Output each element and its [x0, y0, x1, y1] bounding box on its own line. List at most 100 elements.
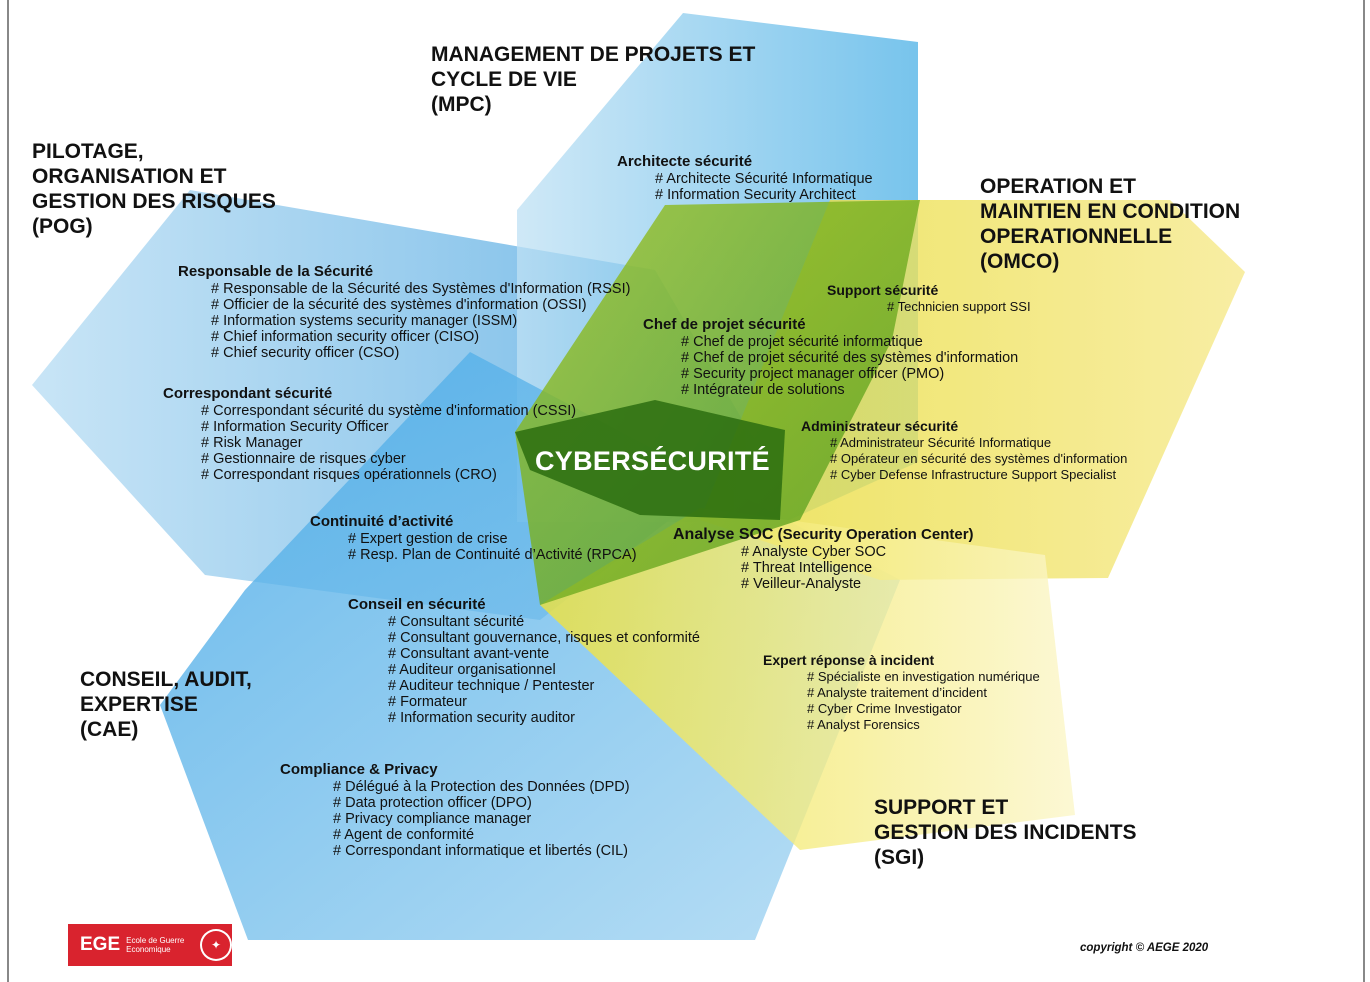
role-item: # Administrateur Sécurité Informatique	[830, 435, 1052, 450]
role-item: # Resp. Plan de Continuité d’Activité (R…	[348, 547, 637, 563]
role-title: Responsable de la Sécurité	[178, 263, 374, 280]
role-architecte-securite: Architecte sécurité # Architecte Sécurit…	[617, 153, 873, 204]
domain-mpc-line-3: (MPC)	[431, 93, 492, 116]
domain-label-sgi: SUPPORT ET GESTION DES INCIDENTS (SGI)	[874, 795, 1137, 870]
role-item: # Opérateur en sécurité des systèmes d'i…	[830, 451, 1128, 466]
logo-abbr: EGE	[80, 934, 121, 955]
domain-omco-line-2: MAINTIEN EN CONDITION	[980, 200, 1241, 223]
domain-pog-line-4: (POG)	[32, 215, 93, 238]
domain-sgi-line-3: (SGI)	[874, 846, 925, 869]
domain-label-pog: PILOTAGE, ORGANISATION ET GESTION DES RI…	[32, 139, 276, 239]
domain-omco-line-3: OPERATIONNELLE	[980, 225, 1173, 248]
role-item: # Privacy compliance manager	[333, 811, 532, 827]
role-item: # Chef de projet sécurité informatique	[681, 334, 923, 350]
role-analyse-soc: Analyse SOC (Security Operation Center) …	[673, 527, 974, 593]
role-item: # Architecte Sécurité Informatique	[655, 171, 873, 187]
role-item: # Auditeur technique / Pentester	[388, 678, 595, 694]
domain-cae-line-3: (CAE)	[80, 718, 139, 741]
domain-cae-line-2: EXPERTISE	[80, 693, 198, 716]
center-label: CYBERSÉCURITÉ	[535, 446, 770, 476]
domain-sgi-line-2: GESTION DES INCIDENTS	[874, 821, 1137, 844]
domain-cae-line-1: CONSEIL, AUDIT,	[80, 668, 252, 691]
logo-line-1: Ecole de Guerre	[126, 936, 185, 945]
role-item: # Risk Manager	[201, 435, 303, 451]
seal-icon: ✦	[200, 929, 232, 961]
right-border	[1363, 0, 1365, 982]
role-title: Expert réponse à incident	[763, 652, 935, 668]
role-item: # Information security auditor	[388, 710, 575, 726]
role-item: # Gestionnaire de risques cyber	[201, 451, 406, 467]
role-title: Chef de projet sécurité	[643, 316, 806, 333]
domain-omco-line-1: OPERATION ET	[980, 175, 1136, 198]
role-title: Support sécurité	[827, 282, 939, 298]
logo-subtitle: Ecole de Guerre Economique	[126, 936, 196, 954]
role-item: # Correspondant sécurité du système d'in…	[201, 403, 577, 419]
role-item: # Veilleur-Analyste	[741, 576, 862, 592]
role-item: # Threat Intelligence	[741, 560, 873, 576]
domain-label-mpc: MANAGEMENT DE PROJETS ET CYCLE DE VIE (M…	[431, 42, 755, 117]
role-item: # Correspondant informatique et libertés…	[333, 843, 628, 859]
domain-pog-line-1: PILOTAGE,	[32, 140, 144, 163]
role-item: # Information systems security manager (…	[211, 313, 518, 329]
role-item: # Responsable de la Sécurité des Système…	[211, 281, 631, 297]
role-item: # Correspondant risques opérationnels (C…	[201, 467, 497, 483]
domain-mpc-line-1: MANAGEMENT DE PROJETS ET	[431, 43, 756, 66]
role-item: # Intégrateur de solutions	[681, 382, 845, 398]
role-title: Analyse SOC (Security Operation Center)	[673, 527, 974, 543]
core-overlap	[515, 400, 785, 520]
role-item: # Analyste Cyber SOC	[741, 544, 887, 560]
ege-logo: EGE Ecole de Guerre Economique ✦	[68, 924, 232, 966]
role-title: Continuité d’activité	[310, 513, 454, 530]
role-item: # Agent de conformité	[333, 827, 475, 843]
domain-pog-line-2: ORGANISATION ET	[32, 165, 227, 188]
logo-line-2: Economique	[126, 945, 171, 954]
role-item: # Consultant avant-vente	[388, 646, 550, 662]
domain-shape-sgi	[540, 508, 1075, 850]
role-item: # Délégué à la Protection des Données (D…	[333, 779, 630, 795]
role-administrateur-securite: Administrateur sécurité # Administrateur…	[801, 418, 1127, 483]
domain-mpc-line-2: CYCLE DE VIE	[431, 68, 577, 91]
role-item: # Information Security Architect	[655, 187, 856, 203]
role-item: # Analyste traitement d’incident	[807, 685, 987, 700]
role-title-main: Analyse SOC	[673, 526, 774, 543]
role-conseil-securite: Conseil en sécurité # Consultant sécurit…	[348, 596, 700, 727]
role-title: Conseil en sécurité	[348, 596, 486, 613]
left-border	[7, 0, 9, 982]
role-item: # Chief information security officer (CI…	[211, 329, 480, 345]
role-item: # Consultant sécurité	[388, 614, 525, 630]
role-chef-de-projet-securite: Chef de projet sécurité # Chef de projet…	[643, 316, 1019, 399]
role-item: # Consultant gouvernance, risques et con…	[388, 630, 700, 646]
role-item: # Cyber Defense Infrastructure Support S…	[830, 467, 1117, 482]
domain-sgi-line-1: SUPPORT ET	[874, 796, 1009, 819]
role-item: # Officier de la sécurité des systèmes d…	[211, 297, 587, 313]
role-item: # Data protection officer (DPO)	[333, 795, 532, 811]
role-title: Compliance & Privacy	[280, 761, 438, 778]
role-item: # Cyber Crime Investigator	[807, 701, 962, 716]
role-title: Architecte sécurité	[617, 153, 753, 170]
role-item: # Auditeur organisationnel	[388, 662, 556, 678]
role-compliance-privacy: Compliance & Privacy # Délégué à la Prot…	[280, 761, 630, 860]
role-title: Administrateur sécurité	[801, 418, 959, 434]
role-support-securite: Support sécurité # Technicien support SS…	[827, 282, 1031, 315]
role-item: # Formateur	[388, 694, 467, 710]
role-title-suffix: (Security Operation Center)	[773, 526, 974, 543]
role-title: Correspondant sécurité	[163, 385, 333, 402]
role-item: # Chef de projet sécurité des systèmes d…	[681, 350, 1019, 366]
role-item: # Chief security officer (CSO)	[211, 345, 400, 361]
role-correspondant-securite: Correspondant sécurité # Correspondant s…	[163, 385, 577, 484]
role-item: # Spécialiste en investigation numérique	[807, 669, 1040, 684]
domain-pog-line-3: GESTION DES RISQUES	[32, 190, 276, 213]
role-item: # Expert gestion de crise	[348, 531, 508, 547]
role-item: # Technicien support SSI	[887, 299, 1031, 314]
role-responsable-securite: Responsable de la Sécurité # Responsable…	[178, 263, 631, 362]
role-item: # Analyst Forensics	[807, 717, 920, 732]
role-item: # Information Security Officer	[201, 419, 389, 435]
domain-omco-line-4: (OMCO)	[980, 250, 1060, 273]
role-expert-reponse-incident: Expert réponse à incident # Spécialiste …	[763, 652, 1040, 733]
copyright-text: copyright © AEGE 2020	[1080, 942, 1209, 954]
domain-label-cae: CONSEIL, AUDIT, EXPERTISE (CAE)	[80, 667, 252, 742]
role-continuite-activite: Continuité d’activité # Expert gestion d…	[310, 513, 637, 564]
role-item: # Security project manager officer (PMO)	[681, 366, 945, 382]
